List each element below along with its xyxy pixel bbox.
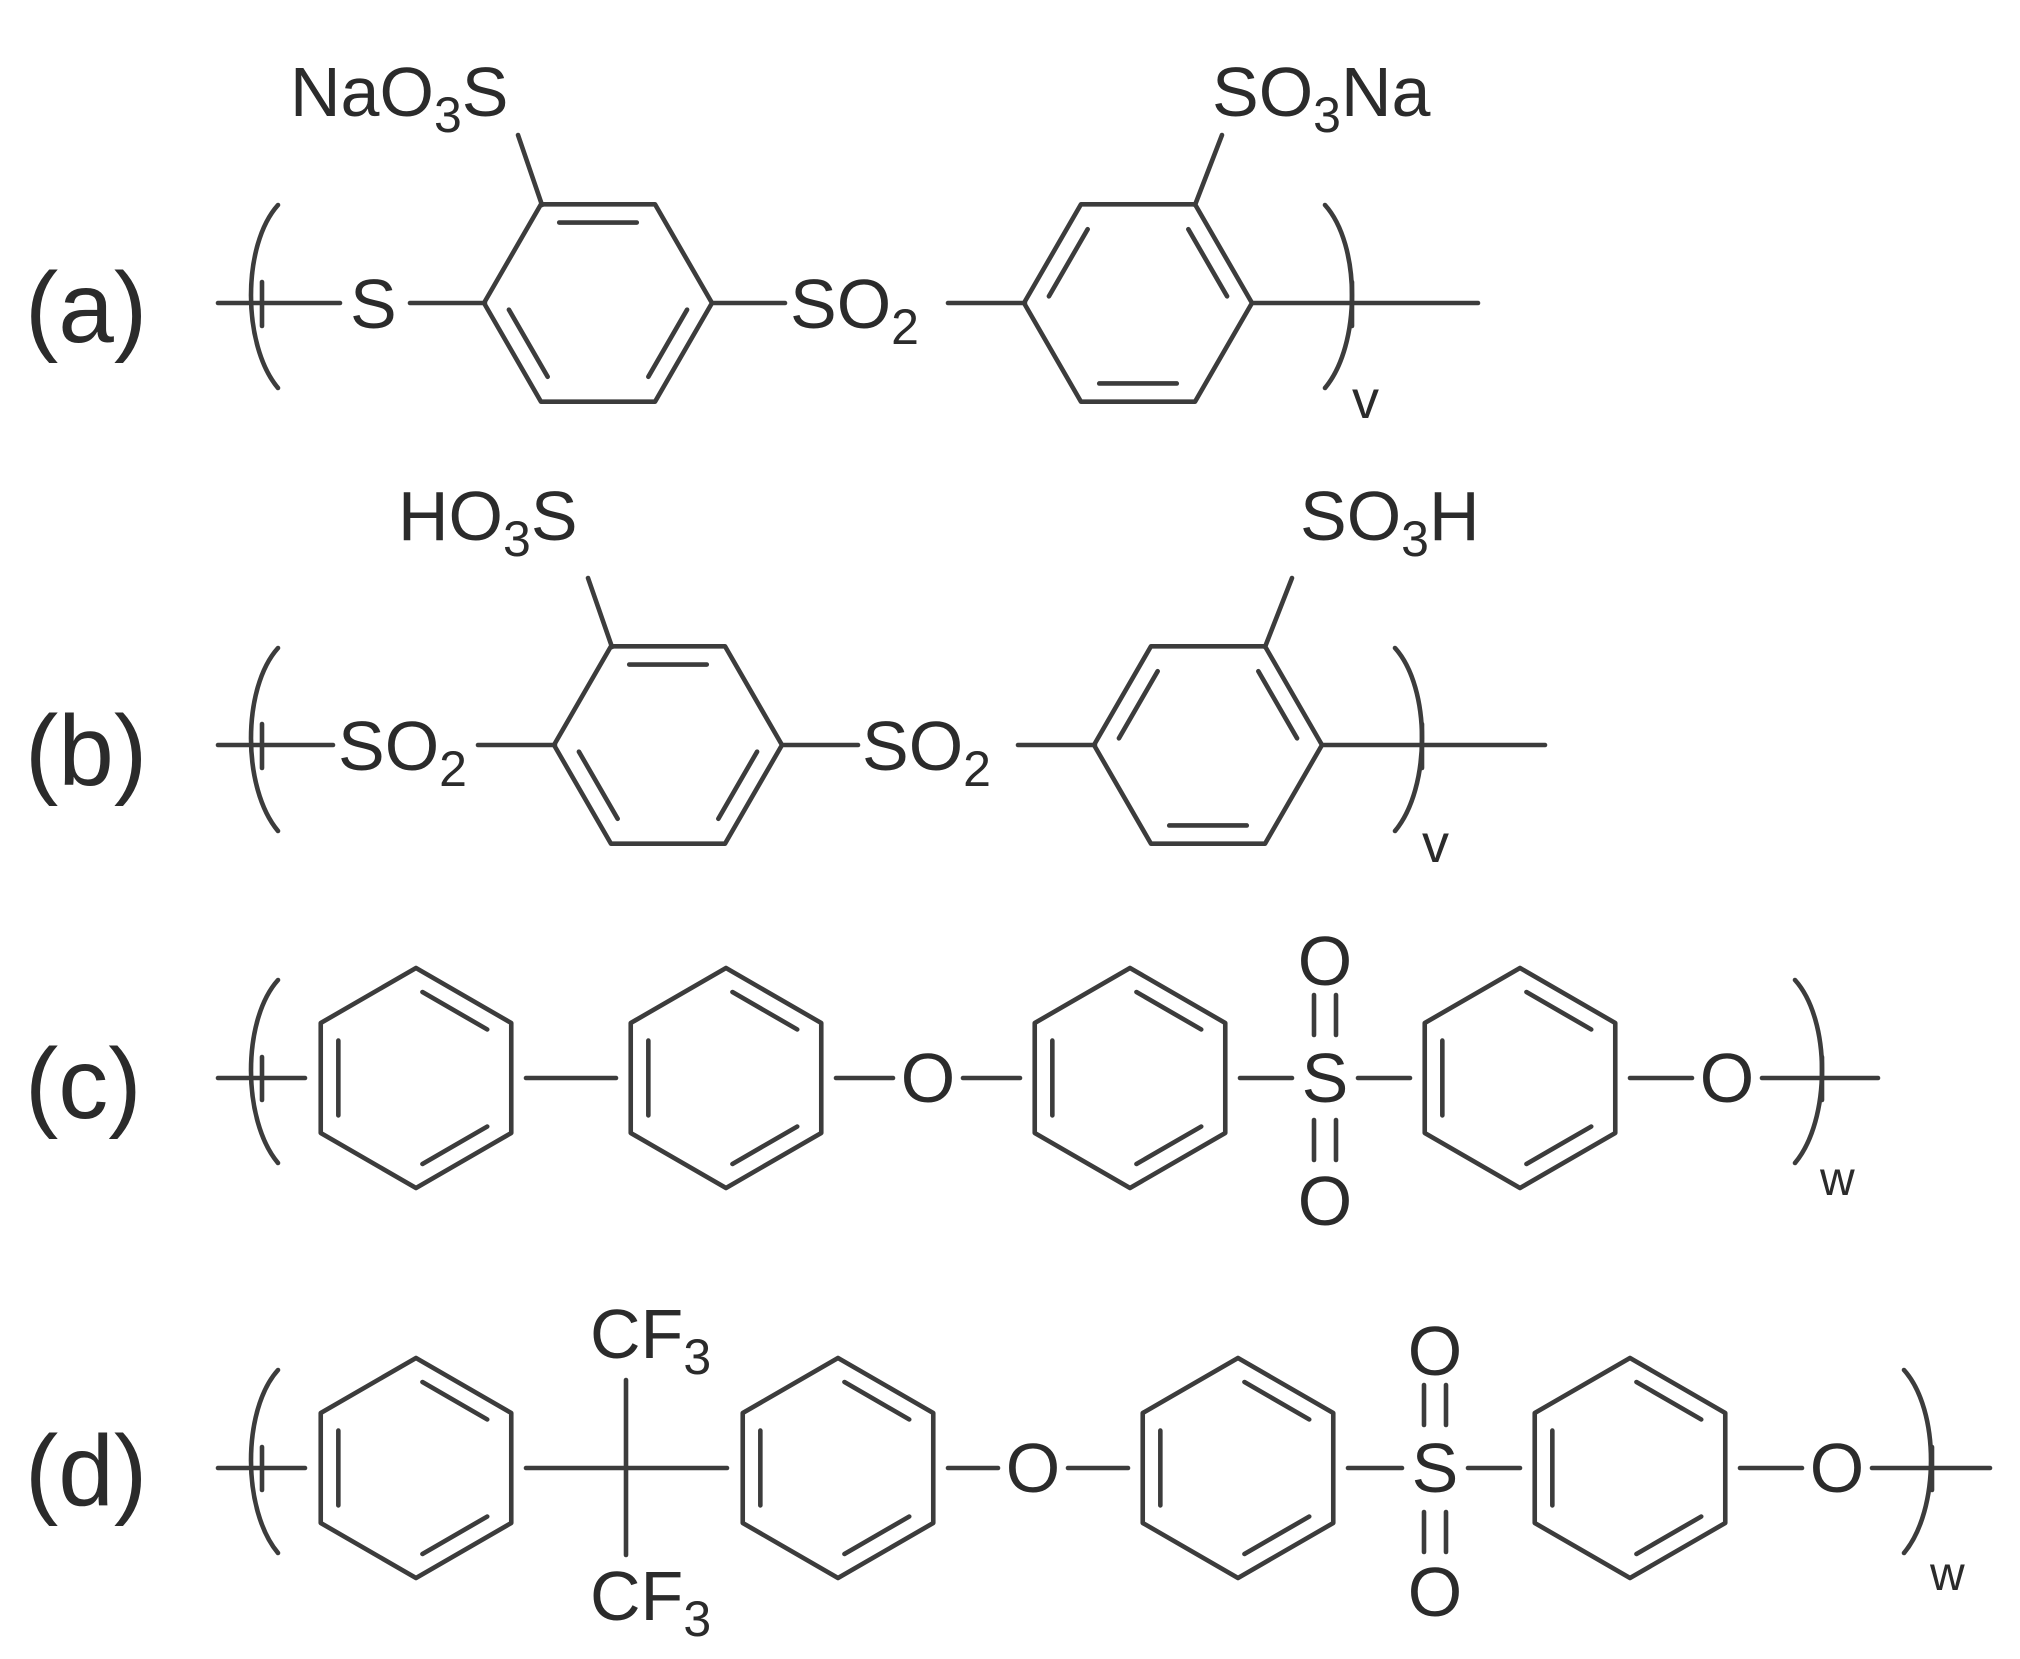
ring-outline <box>1032 965 1228 1191</box>
substituent-label-a-left: NaO3S <box>290 53 508 143</box>
structure-label-c: (c) <box>25 1028 142 1140</box>
bracket-right-c <box>1792 977 1825 1166</box>
ring-double-bond <box>420 1379 490 1422</box>
ring-double-bond <box>1046 226 1090 299</box>
bond-substituent-b-left <box>585 575 615 650</box>
ring-double-bond <box>1634 1514 1704 1557</box>
ring-double-bond <box>730 989 800 1032</box>
ring-double-bond <box>842 1379 912 1422</box>
repeat-subscript-a: v <box>1352 370 1379 430</box>
substituent-label-a-right: SO3Na <box>1212 53 1431 143</box>
ring-double-bond <box>1186 226 1230 299</box>
ring-double-bond <box>1134 989 1204 1032</box>
group-label-d-cf3-top: CF3 <box>590 1295 711 1385</box>
ring-double-bond <box>1524 989 1594 1032</box>
bracket-right-a <box>1322 202 1355 391</box>
atom-label-c-oxygen-bottom: O <box>1298 1162 1352 1240</box>
linker-label-a-thioether: S <box>350 265 397 343</box>
ring-outline <box>1140 1355 1336 1581</box>
ring-double-bond <box>1134 1124 1204 1167</box>
atom-label-c-oxygen-top: O <box>1298 922 1352 1000</box>
ring-double-bond <box>1116 668 1160 741</box>
ring-double-bond <box>842 1514 912 1557</box>
linker-label-a-sulfone: SO2 <box>790 265 919 355</box>
benzene-ring-b2 <box>1091 643 1325 847</box>
group-label-d-cf3-bottom: CF3 <box>590 1557 711 1647</box>
atom-label-c-sulfur: S <box>1302 1039 1349 1117</box>
ring-outline <box>628 965 824 1191</box>
ring-outline <box>740 1355 936 1581</box>
ring-outline <box>1422 965 1618 1191</box>
ring-double-bond <box>730 1124 800 1167</box>
structure-label-b: (b) <box>25 695 147 807</box>
substituent-label-b-right: SO3H <box>1300 477 1480 567</box>
ring-outline <box>1532 1355 1728 1581</box>
ring-outline <box>1091 643 1325 847</box>
benzene-ring-c2 <box>628 965 824 1191</box>
benzene-ring-a2 <box>1021 201 1255 405</box>
linker-label-b-sulfone-middle: SO2 <box>862 707 991 797</box>
ring-double-bond <box>716 749 760 822</box>
benzene-ring-d1 <box>318 1355 514 1581</box>
ring-outline <box>481 201 715 405</box>
benzene-ring-a1 <box>481 201 715 405</box>
ring-outline <box>318 965 514 1191</box>
ring-double-bond <box>1524 1124 1594 1167</box>
bond-substituent-b-right <box>1262 575 1295 650</box>
ring-double-bond <box>646 307 690 380</box>
ring-double-bond <box>420 1514 490 1557</box>
substituent-label-b-left: HO3S <box>398 477 578 567</box>
ring-outline <box>1021 201 1255 405</box>
benzene-ring-d3 <box>1140 1355 1336 1581</box>
benzene-ring-d2 <box>740 1355 936 1581</box>
structure-label-a: (a) <box>25 252 147 364</box>
bond-substituent-a-left <box>515 132 545 208</box>
bracket-right-d <box>1901 1367 1934 1556</box>
benzene-ring-d4 <box>1532 1355 1728 1581</box>
bond-substituent-a-right <box>1192 132 1225 208</box>
bracket-left-d <box>248 1367 281 1556</box>
bracket-left-b <box>248 645 281 834</box>
linker-label-b-sulfone-left: SO2 <box>338 707 467 797</box>
structure-a: (a) v NaO3S SO3Na S SO2 <box>25 53 1481 430</box>
bracket-right-b <box>1392 645 1425 834</box>
atom-label-d-ether-2: O <box>1810 1429 1864 1507</box>
structure-d: (d) w CF3 CF3 O S O O <box>25 1295 1993 1647</box>
repeat-subscript-c: w <box>1819 1153 1855 1206</box>
atom-label-d-oxygen-bottom: O <box>1408 1553 1462 1631</box>
benzene-ring-c4 <box>1422 965 1618 1191</box>
ring-double-bond <box>1634 1379 1704 1422</box>
atom-label-d-ether-1: O <box>1006 1429 1060 1507</box>
repeat-subscript-b: v <box>1422 814 1449 874</box>
repeat-subscript-d: w <box>1929 1548 1965 1601</box>
atom-label-c-ether-2: O <box>1700 1039 1754 1117</box>
ring-double-bond <box>506 307 550 380</box>
ring-double-bond <box>420 1124 490 1167</box>
ring-double-bond <box>576 749 620 822</box>
ring-double-bond <box>1256 668 1300 741</box>
atom-label-c-ether-1: O <box>901 1039 955 1117</box>
bracket-left-a <box>248 202 281 391</box>
structure-label-d: (d) <box>25 1415 147 1527</box>
ring-outline <box>318 1355 514 1581</box>
bracket-left-c <box>248 977 281 1166</box>
structure-c: (c) w O S O O O <box>25 922 1881 1240</box>
ring-double-bond <box>420 989 490 1032</box>
benzene-ring-c1 <box>318 965 514 1191</box>
ring-double-bond <box>1242 1379 1312 1422</box>
structure-b: (b) v HO3S SO3H SO2 SO2 <box>25 477 1548 874</box>
benzene-ring-b1 <box>551 643 785 847</box>
atom-label-d-sulfur: S <box>1412 1429 1459 1507</box>
benzene-ring-c3 <box>1032 965 1228 1191</box>
atom-label-d-oxygen-top: O <box>1408 1312 1462 1390</box>
ring-double-bond <box>1242 1514 1312 1557</box>
ring-outline <box>551 643 785 847</box>
